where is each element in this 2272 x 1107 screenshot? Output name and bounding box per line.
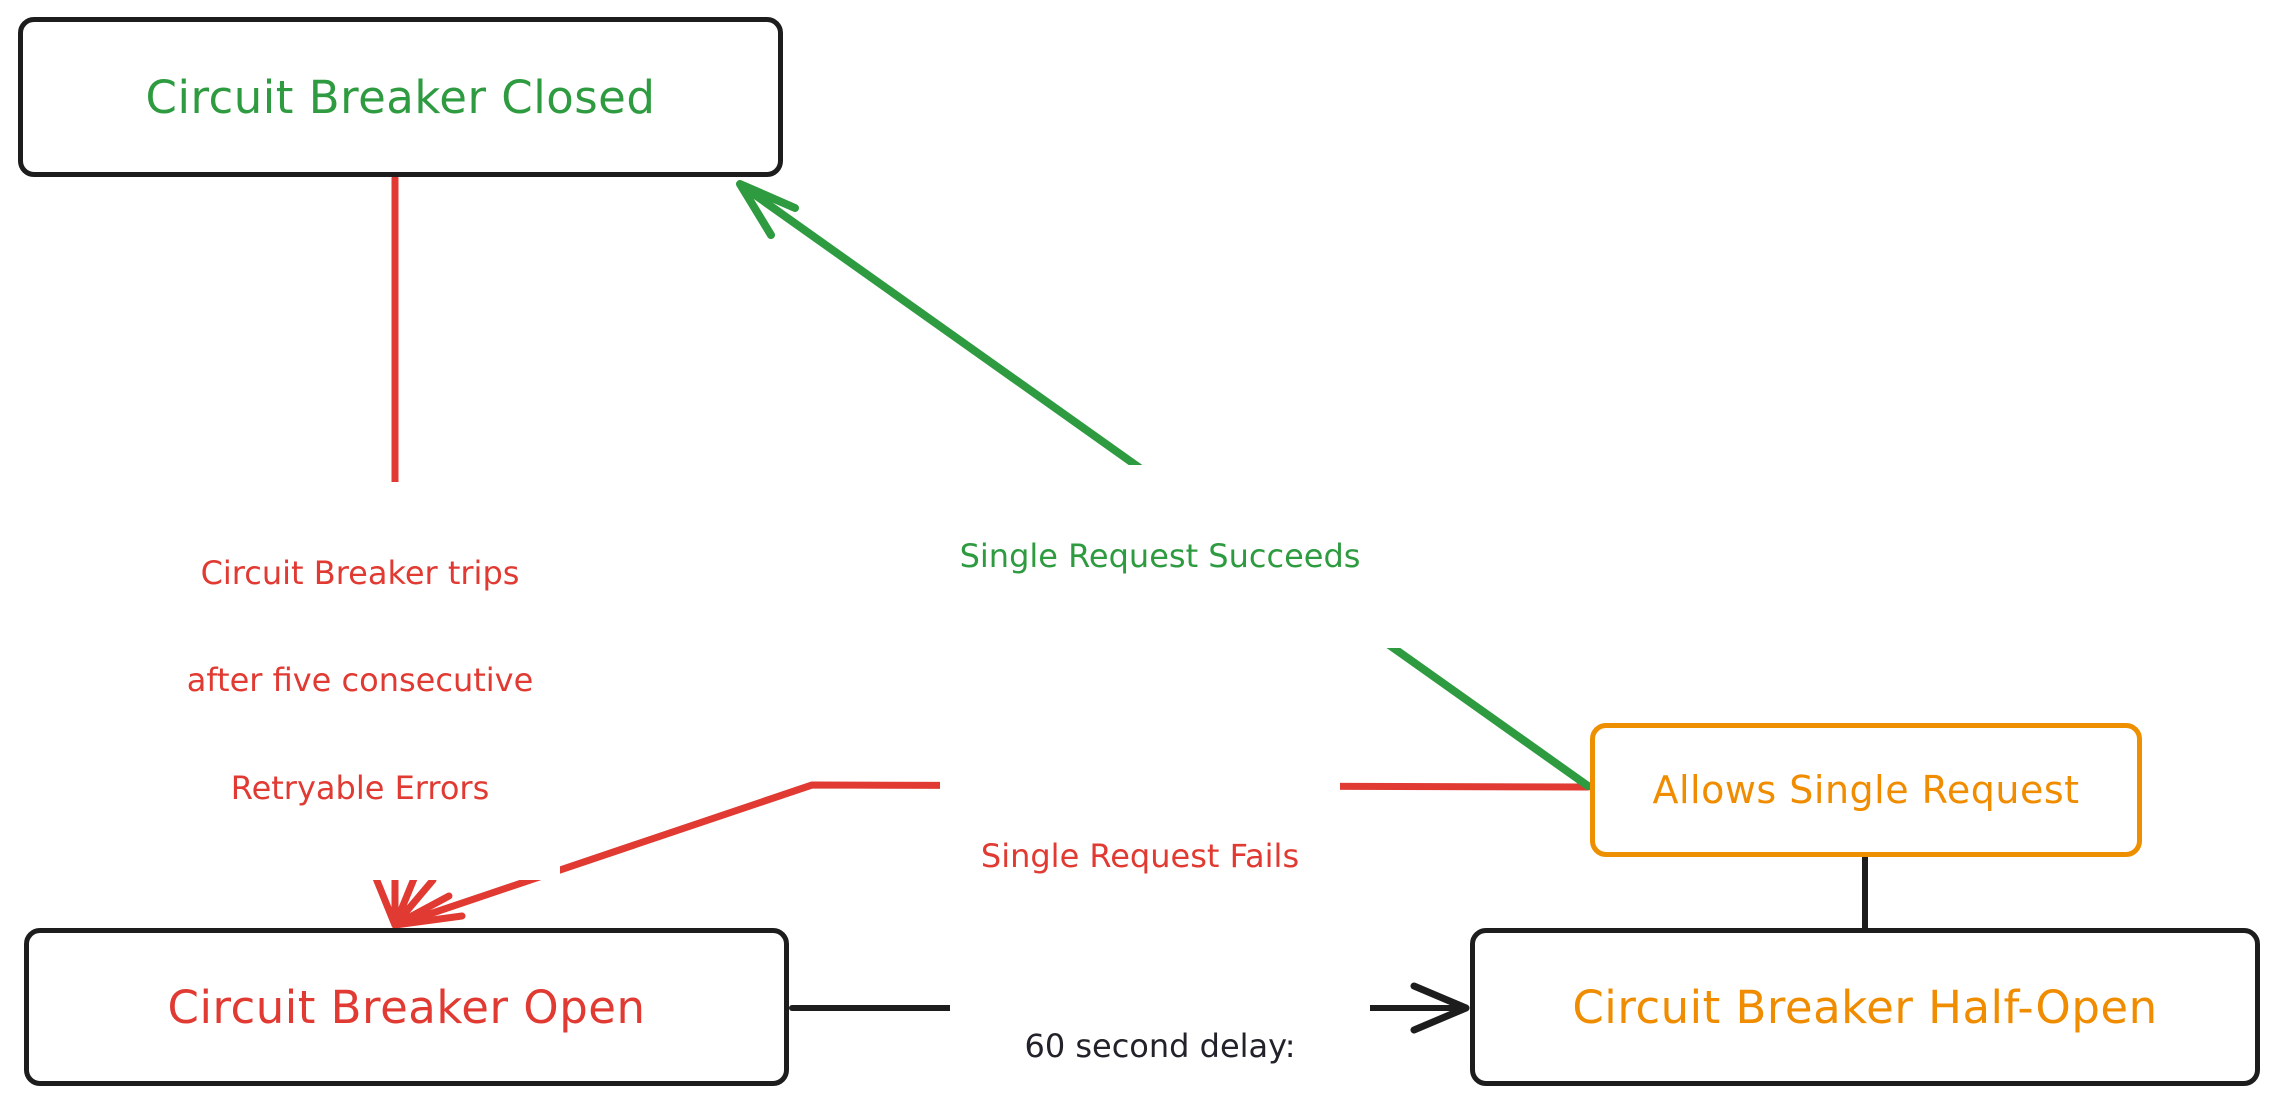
- node-label-circuit-breaker-half-open: Circuit Breaker Half-Open: [1572, 980, 2158, 1034]
- edge-label-delay-line-1: 60 second delay:: [1024, 1026, 1296, 1065]
- node-circuit-breaker-half-open[interactable]: Circuit Breaker Half-Open: [1470, 928, 2260, 1086]
- edge-label-sixty-second-delay: 60 second delay: No requests allowed: [950, 955, 1370, 1107]
- edge-label-single-request-succeeds: Single Request Succeeds: [915, 465, 1405, 649]
- edge-label-trips-line-3: Retryable Errors: [230, 768, 490, 807]
- node-label-circuit-breaker-closed: Circuit Breaker Closed: [145, 70, 656, 124]
- edge-label-circuit-breaker-trips: Circuit Breaker trips after five consecu…: [160, 482, 560, 881]
- edge-label-trips-line-1: Circuit Breaker trips: [200, 553, 520, 592]
- node-label-allows-single-request: Allows Single Request: [1652, 768, 2080, 812]
- node-circuit-breaker-closed[interactable]: Circuit Breaker Closed: [18, 17, 783, 177]
- node-circuit-breaker-open[interactable]: Circuit Breaker Open: [24, 928, 789, 1086]
- node-label-circuit-breaker-open: Circuit Breaker Open: [167, 980, 646, 1034]
- edge-label-single-request-fails: Single Request Fails: [940, 765, 1340, 949]
- node-allows-single-request[interactable]: Allows Single Request: [1590, 723, 2142, 857]
- edge-label-succeeds-line-1: Single Request Succeeds: [959, 536, 1361, 575]
- edge-label-trips-line-2: after five consecutive: [186, 661, 534, 700]
- edge-label-fails-line-1: Single Request Fails: [980, 836, 1300, 875]
